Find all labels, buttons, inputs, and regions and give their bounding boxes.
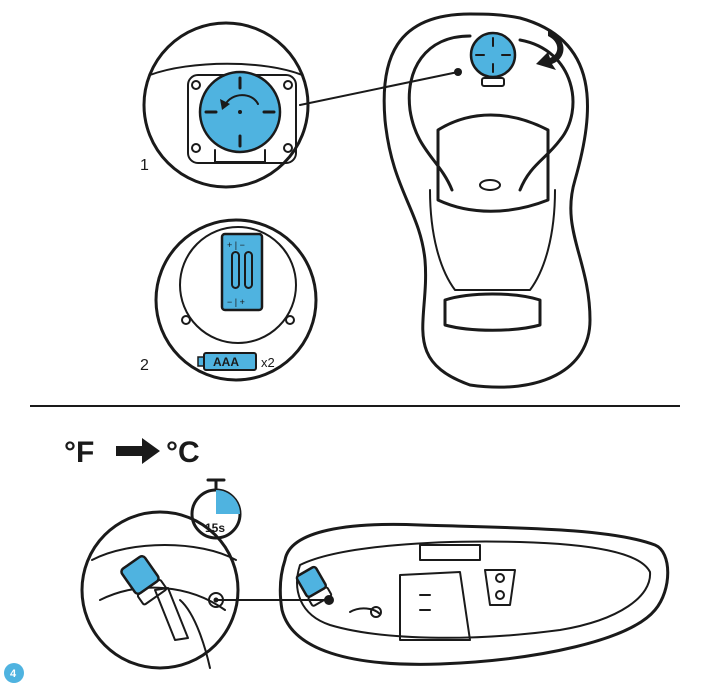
rotate-arrow-icon: [536, 30, 564, 70]
rotate-arrow-icon: [224, 94, 259, 106]
polarity-top: + | −: [227, 240, 245, 250]
unit-conversion-heading: °F °C: [64, 436, 200, 469]
battery-label: AAA: [213, 355, 239, 369]
tub-top-view: [299, 12, 592, 389]
unit-to: °C: [166, 436, 200, 469]
zoom-dial-rotate: 1: [140, 21, 310, 189]
zoom-battery-compartment: + | − − | + AAA x2 2: [140, 218, 318, 382]
step-1-label: 1: [140, 157, 149, 174]
zoom-thermometer-button: [80, 510, 240, 670]
battery-count: x2: [261, 355, 275, 370]
step-2-label: 2: [140, 357, 149, 374]
step-badge-number: 4: [10, 668, 17, 680]
stopwatch-icon: 15s: [190, 478, 242, 540]
battery-icon: AAA: [197, 352, 257, 371]
thermometer-dial-small: [469, 31, 517, 87]
conversion-arrow-icon: [116, 438, 160, 464]
tub-side-view: [215, 522, 670, 666]
unit-from: °F: [64, 436, 94, 469]
step-badge: 4: [4, 663, 24, 683]
polarity-bottom: − | +: [227, 297, 245, 307]
